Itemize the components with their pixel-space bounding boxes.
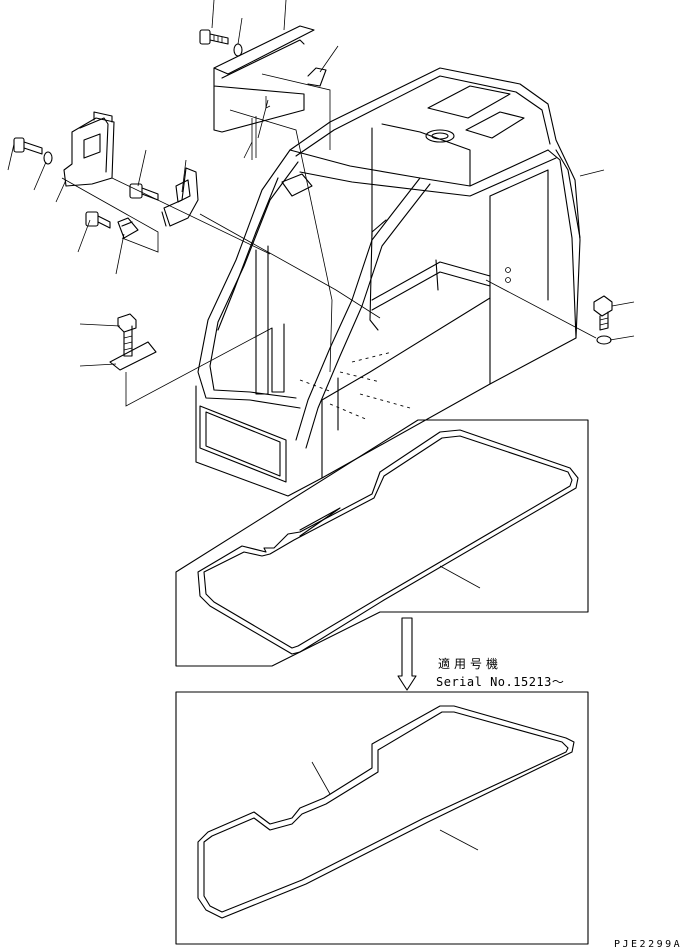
floor-mat-before [175, 419, 589, 667]
plate-icon [109, 341, 157, 371]
lower-left-parts [79, 313, 273, 407]
drawing-code: PJE2299A [614, 939, 682, 950]
applicability-heading: 適用号機 [438, 656, 502, 671]
washer-2-icon [43, 151, 53, 165]
bolt-3-icon [129, 183, 159, 201]
floor-mat-after [175, 691, 589, 945]
bolt-1-icon [199, 29, 229, 45]
top-cover-parts [199, 0, 339, 373]
change-arrow-icon [397, 617, 417, 691]
operator-cab [195, 67, 581, 497]
left-bracket-parts [7, 111, 381, 319]
bolt-2-icon [13, 137, 43, 155]
washer-3-icon [596, 335, 612, 345]
bolt-6-icon [593, 295, 613, 331]
serial-number-label: Serial No.15213～ [436, 675, 564, 689]
right-side-parts [485, 169, 635, 345]
washer-icon [233, 43, 243, 57]
bolt-4-icon [85, 211, 111, 229]
